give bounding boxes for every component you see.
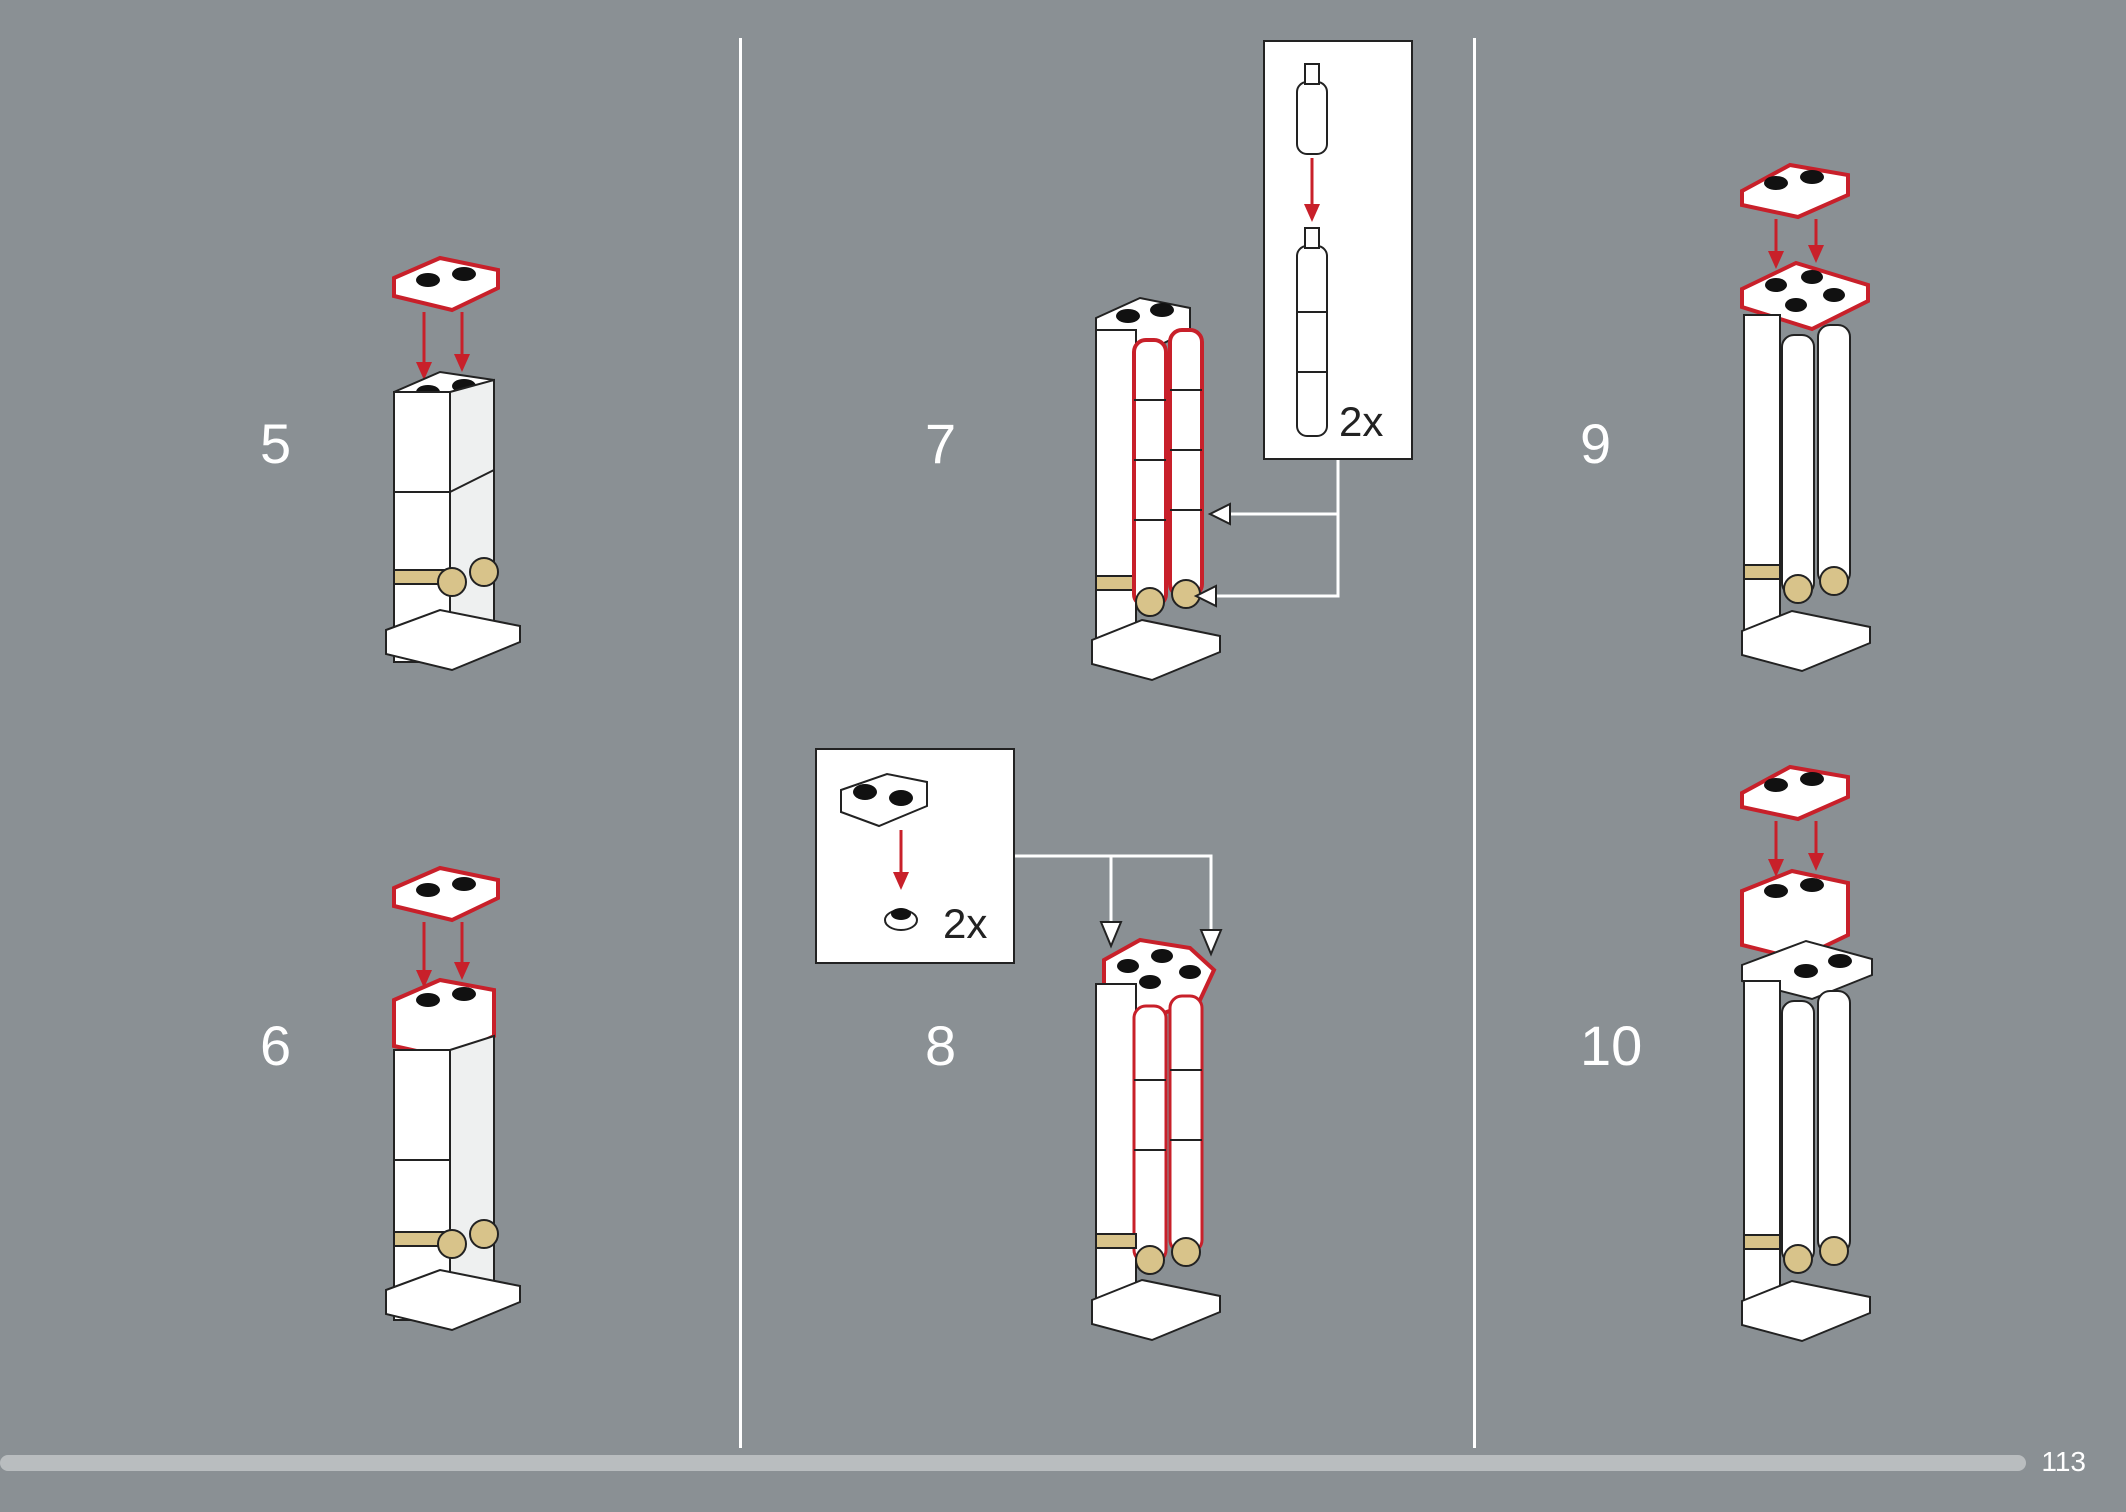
highlighted-brick — [1740, 868, 1850, 962]
tower-bricks — [385, 1034, 521, 1332]
tower-bricks — [385, 370, 521, 672]
step-7-callout: 2x — [1263, 40, 1413, 460]
tower-with-pillars — [1741, 939, 1873, 1343]
pillar-assembly-diagram — [1296, 63, 1328, 437]
step-7-illustration — [1091, 296, 1221, 682]
step-number-9: 9 — [1580, 412, 1612, 475]
step-number-6: 6 — [260, 1014, 292, 1077]
step-9-illustration — [1740, 162, 1871, 673]
tower-bricks — [1091, 983, 1221, 1342]
tower-bricks — [1091, 296, 1221, 682]
step-7-multiplier: 2x — [1339, 398, 1384, 445]
tower-with-pillars — [1741, 314, 1871, 673]
step-number-8: 8 — [925, 1014, 957, 1077]
column-divider-left — [739, 38, 742, 1448]
column-divider-right — [1473, 38, 1476, 1448]
step-8-callout: 2x — [815, 748, 1015, 964]
new-plate-2x2-highlighted — [1740, 260, 1870, 332]
step-8-illustration — [1091, 937, 1221, 1342]
new-plate-1x2 — [392, 255, 500, 313]
progress-bar — [0, 1455, 2026, 1471]
new-plate-1x2 — [1740, 764, 1850, 822]
new-pillars-highlighted — [1132, 328, 1204, 617]
step-10-illustration — [1740, 764, 1873, 1343]
step-number-10: 10 — [1580, 1014, 1643, 1077]
page-number: 113 — [2041, 1446, 2086, 1477]
step-7-connector-arrows — [1193, 460, 1340, 608]
round-plate-assembly-diagram — [840, 772, 928, 931]
step-8-multiplier: 2x — [943, 900, 988, 947]
new-plate-1x2 — [1740, 162, 1850, 220]
step-6-illustration — [385, 865, 521, 1332]
step-number-5: 5 — [260, 412, 292, 475]
step-8-connector-arrows — [1015, 854, 1223, 957]
new-plate-1x2 — [392, 865, 500, 923]
step-number-7: 7 — [925, 412, 957, 475]
step-5-illustration — [385, 255, 521, 672]
